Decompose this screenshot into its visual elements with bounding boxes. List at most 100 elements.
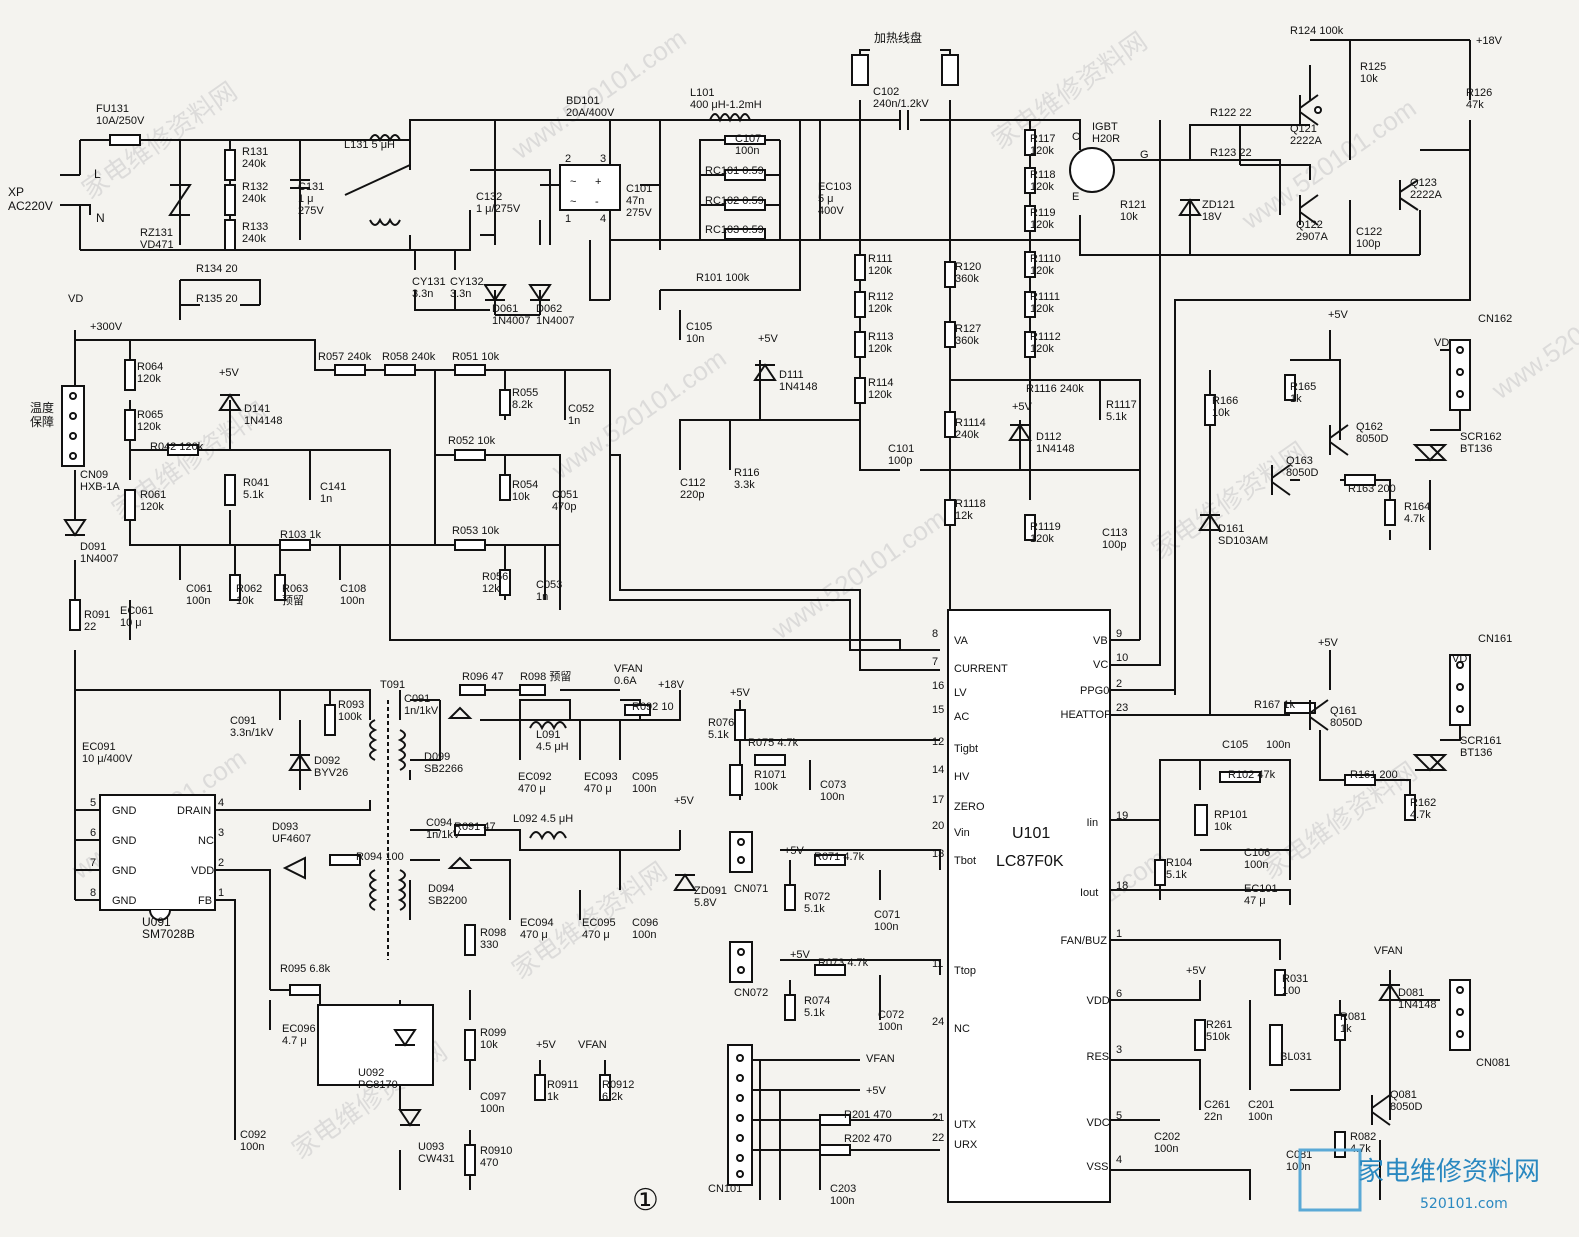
ic-pin-number: 4 <box>218 797 224 809</box>
mcu-pin-number: 2 <box>1116 678 1122 690</box>
component-label: R1116 240k <box>1026 383 1084 395</box>
component-label: CN072 <box>734 987 768 999</box>
component-label: R091 47 <box>454 821 496 833</box>
component-label: +300V <box>90 321 123 333</box>
mcu-pin-name: UTX <box>954 1119 977 1131</box>
component-label: CN071 <box>734 883 768 895</box>
ic-pin-name: GND <box>112 835 137 847</box>
mcu-pin-name: RES <box>1087 1051 1110 1063</box>
component-label: +5V <box>784 845 805 857</box>
component-label: +5V <box>536 1039 557 1051</box>
mcu-pin-name: Iin <box>1087 817 1099 829</box>
mcu-pin-number: 1 <box>1116 928 1122 940</box>
mcu-pin-name: VSS <box>1087 1161 1109 1173</box>
component-label: R052 10k <box>448 435 496 447</box>
mcu-pin-number: 3 <box>1116 1044 1122 1056</box>
plug-ref: XP <box>8 185 24 199</box>
component-label: RC103 0.59 <box>705 224 764 236</box>
mcu-pin-number: 11 <box>932 958 943 970</box>
mcu-u101: U101 LC87F0K 8VA7CURRENT16LV15AC12Tigbt1… <box>932 609 1128 1203</box>
component-label: R163 200 <box>1348 483 1396 495</box>
watermark-text: 家电维修资料网 <box>986 26 1152 155</box>
mcu-pin-name: URX <box>954 1139 978 1151</box>
component-label: R042 120k <box>150 441 204 453</box>
mcu-part: LC87F0K <box>996 853 1064 870</box>
mcu-pin-number: 24 <box>932 1016 944 1028</box>
mcu-pin-name: VDD <box>1087 995 1110 1007</box>
component-label: R058 240k <box>382 351 436 363</box>
mcu-pin-number: 15 <box>932 704 944 716</box>
mcu-pin-name: VDC <box>1087 1117 1110 1129</box>
component-label: R124 100k <box>1290 25 1344 37</box>
mcu-pin-number: 13 <box>932 848 944 860</box>
component-label: R096 47 <box>462 671 504 683</box>
svg-text:~: ~ <box>570 196 576 208</box>
svg-text:1: 1 <box>565 213 571 225</box>
svg-text:~: ~ <box>570 176 576 188</box>
mcu-pin-number: 12 <box>932 736 944 748</box>
component-label: R075 4.7k <box>748 737 799 749</box>
ic-pin-name: DRAIN <box>177 805 211 817</box>
svg-text:-: - <box>595 196 599 208</box>
mcu-pin-name: Tbot <box>954 855 976 867</box>
component-label: CN162 <box>1478 313 1512 325</box>
component-label: +5V <box>674 795 695 807</box>
mcu-pin-name: NC <box>954 1023 970 1035</box>
component-label: R103 1k <box>280 529 321 541</box>
mcu-pin-name: FAN/BUZ <box>1061 935 1108 947</box>
mcu-pin-number: 19 <box>1116 810 1128 822</box>
component-label: R092 10 <box>632 701 674 713</box>
component-label: R167 1k <box>1254 699 1295 711</box>
component-label: CN101 <box>708 1183 742 1195</box>
ic-pin-number: 2 <box>218 857 224 869</box>
mcu-pin-number: 10 <box>1116 652 1128 664</box>
component-label: +5V <box>1318 637 1339 649</box>
component-label: R051 10k <box>452 351 500 363</box>
component-label: CN081 <box>1476 1057 1510 1069</box>
component-label: R073 4.7k <box>818 957 869 969</box>
mcu-pin-name: Vin <box>954 827 970 839</box>
